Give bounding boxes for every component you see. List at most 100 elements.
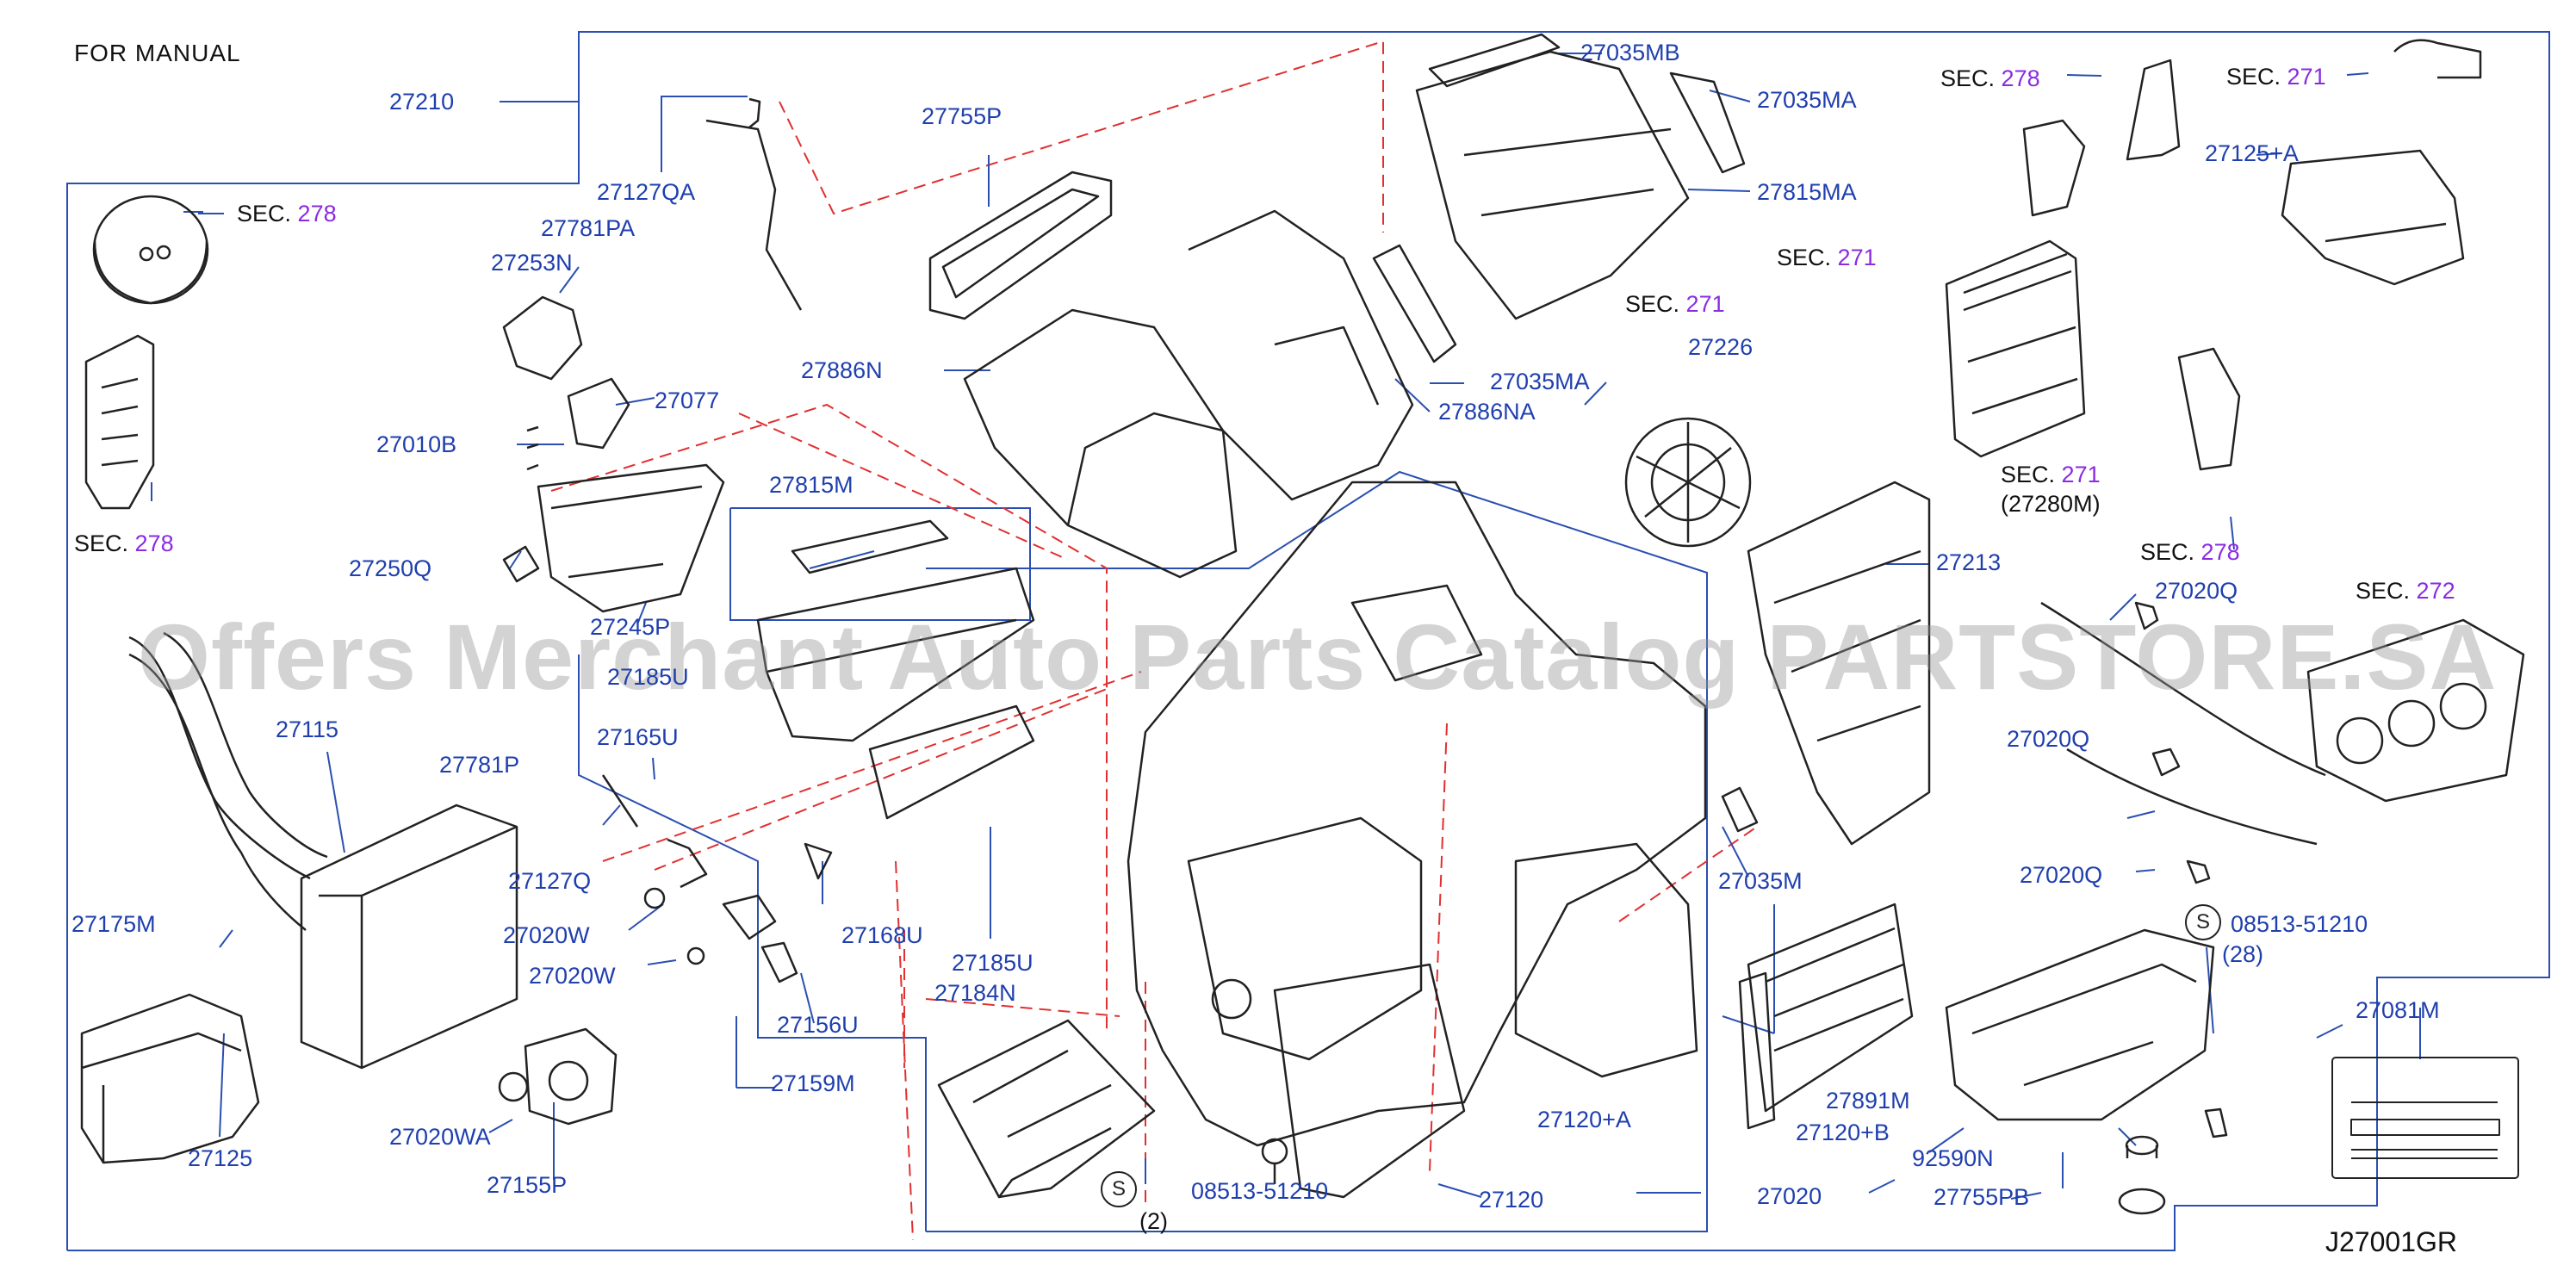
part-label[interactable]: 27210 bbox=[389, 89, 455, 115]
heater-core-drawing bbox=[128, 631, 518, 1070]
section-ref[interactable]: SEC. 278 bbox=[74, 532, 174, 555]
section-ref[interactable]: SEC. 272 bbox=[2356, 580, 2455, 603]
part-label[interactable]: 27159M bbox=[771, 1070, 855, 1096]
part-label[interactable]: 27185U bbox=[607, 664, 689, 690]
part-label[interactable]: 27755P bbox=[922, 103, 1002, 129]
sec-prefix: SEC. bbox=[74, 530, 129, 556]
section-ref[interactable]: SEC. 271 bbox=[2001, 463, 2101, 487]
filter-frame-drawing bbox=[928, 171, 1113, 320]
part-label[interactable]: 27886NA bbox=[1438, 399, 1536, 425]
part-label[interactable]: 27035MB bbox=[1580, 40, 1680, 65]
outer-boundary bbox=[66, 31, 2550, 1251]
part-label[interactable]: 27020Q bbox=[2020, 862, 2103, 888]
sec-prefix: SEC. bbox=[1940, 65, 1996, 91]
page-title: FOR MANUAL bbox=[74, 40, 241, 66]
s-symbol: S bbox=[1101, 1171, 1137, 1207]
grommet-drawing bbox=[2118, 1107, 2228, 1215]
top-bracket-drawing bbox=[2126, 59, 2241, 471]
part-label: (2) bbox=[1139, 1208, 1168, 1234]
part-label[interactable]: 27175M bbox=[71, 911, 156, 937]
section-ref[interactable]: SEC. 278 bbox=[2140, 541, 2240, 564]
section-ref[interactable]: SEC. 271 bbox=[2226, 65, 2326, 89]
intake-duct-drawing bbox=[963, 209, 1414, 579]
part-label[interactable]: 27120+B bbox=[1796, 1120, 1890, 1145]
part-label[interactable]: 27020WA bbox=[389, 1124, 491, 1150]
part-label[interactable]: 08513-51210 bbox=[1191, 1178, 1329, 1204]
part-label[interactable]: 27156U bbox=[777, 1012, 859, 1038]
part-label[interactable]: 27213 bbox=[1936, 549, 2002, 575]
sec-number: 278 bbox=[2200, 539, 2240, 565]
part-label[interactable]: 27755PB bbox=[1934, 1184, 2030, 1210]
part-label[interactable]: 27125 bbox=[188, 1145, 253, 1171]
part-label[interactable]: 27184N bbox=[934, 980, 1016, 1006]
part-label[interactable]: 27035M bbox=[1718, 868, 1803, 894]
part-label[interactable]: 27020Q bbox=[2007, 726, 2090, 752]
part-label[interactable]: 27168U bbox=[841, 922, 923, 948]
section-ref[interactable]: SEC. 278 bbox=[1940, 67, 2040, 90]
part-label[interactable]: 27781P bbox=[439, 752, 520, 778]
mode-door-drawing bbox=[756, 519, 1035, 820]
part-label[interactable]: (28) bbox=[2222, 941, 2264, 967]
part-label[interactable]: 27155P bbox=[487, 1172, 568, 1198]
part-label[interactable]: 27035MA bbox=[1757, 87, 1857, 113]
part-label[interactable]: 27120 bbox=[1479, 1187, 1544, 1213]
air-box-drawing bbox=[537, 463, 725, 613]
sec-number: 271 bbox=[1685, 291, 1725, 317]
part-label[interactable]: 27165U bbox=[597, 724, 679, 750]
part-label[interactable]: 27020 bbox=[1757, 1183, 1822, 1209]
section-ref[interactable]: SEC. 278 bbox=[237, 202, 337, 226]
part-label[interactable]: 27891M bbox=[1826, 1088, 1910, 1114]
part-label[interactable]: 27020Q bbox=[2155, 578, 2238, 604]
s-symbol: S bbox=[2185, 904, 2221, 940]
heater-unit-drawing bbox=[1945, 119, 2086, 458]
sec-prefix: SEC. bbox=[2001, 462, 2056, 487]
section-ref[interactable]: SEC. 271 bbox=[1777, 246, 1877, 270]
evaporator-drawing bbox=[1738, 903, 1914, 1130]
drain-tray-drawing bbox=[1945, 928, 2215, 1121]
link-rods-drawing bbox=[601, 97, 833, 983]
part-label[interactable]: 27250Q bbox=[349, 555, 432, 581]
part-label[interactable]: 27781PA bbox=[541, 215, 636, 241]
blower-fan-drawing bbox=[1624, 417, 1752, 548]
section-ref[interactable]: SEC. 271 bbox=[1625, 293, 1725, 316]
lower-duct-drawing bbox=[80, 993, 260, 1164]
small-parts-drawing bbox=[502, 295, 705, 965]
sec-prefix: SEC. bbox=[1777, 245, 1832, 270]
sec-number: 272 bbox=[2416, 578, 2455, 604]
part-label[interactable]: 27125+A bbox=[2205, 140, 2299, 166]
label-plate-drawing bbox=[2331, 1057, 2519, 1179]
part-label[interactable]: 27081M bbox=[2356, 997, 2440, 1023]
part-label[interactable]: 27185U bbox=[952, 950, 1034, 976]
diagram-code: J27001GR bbox=[2325, 1226, 2457, 1257]
part-label[interactable]: 27120+A bbox=[1537, 1107, 1631, 1132]
sec-prefix: SEC. bbox=[237, 201, 292, 226]
part-label[interactable]: 27077 bbox=[655, 388, 720, 413]
upper-unit-drawing bbox=[1372, 33, 1746, 363]
part-label[interactable]: 08513-51210 bbox=[2231, 911, 2368, 937]
part-label[interactable]: 92590N bbox=[1912, 1145, 1994, 1171]
part-label[interactable]: 27245P bbox=[590, 614, 671, 640]
motor-drawing bbox=[92, 195, 209, 305]
clip-drawing bbox=[2134, 601, 2211, 884]
part-label[interactable]: 27020W bbox=[529, 963, 616, 989]
part-label[interactable]: 27010B bbox=[376, 431, 457, 457]
bracket-drawing bbox=[84, 334, 155, 510]
sec-prefix: SEC. bbox=[2226, 64, 2281, 90]
part-label[interactable]: 27020W bbox=[503, 922, 590, 948]
part-label[interactable]: 27127Q bbox=[508, 868, 592, 894]
part-label[interactable]: 27226 bbox=[1688, 334, 1754, 360]
sec-prefix: SEC. bbox=[2356, 578, 2411, 604]
part-label[interactable]: 27115 bbox=[276, 717, 339, 742]
part-label[interactable]: 27815M bbox=[769, 472, 853, 498]
part-label: (27280M) bbox=[2001, 491, 2101, 517]
sec-number: 278 bbox=[134, 530, 174, 556]
sec-number: 271 bbox=[2061, 462, 2101, 487]
part-label[interactable]: 27886N bbox=[801, 357, 883, 383]
sec-prefix: SEC. bbox=[1625, 291, 1680, 317]
part-label[interactable]: 27035MA bbox=[1490, 369, 1590, 394]
sleeve-drawing bbox=[1721, 786, 1759, 833]
part-label[interactable]: 27127QA bbox=[597, 179, 696, 205]
part-label[interactable]: 27253N bbox=[491, 250, 573, 276]
part-label[interactable]: 27815MA bbox=[1757, 179, 1857, 205]
